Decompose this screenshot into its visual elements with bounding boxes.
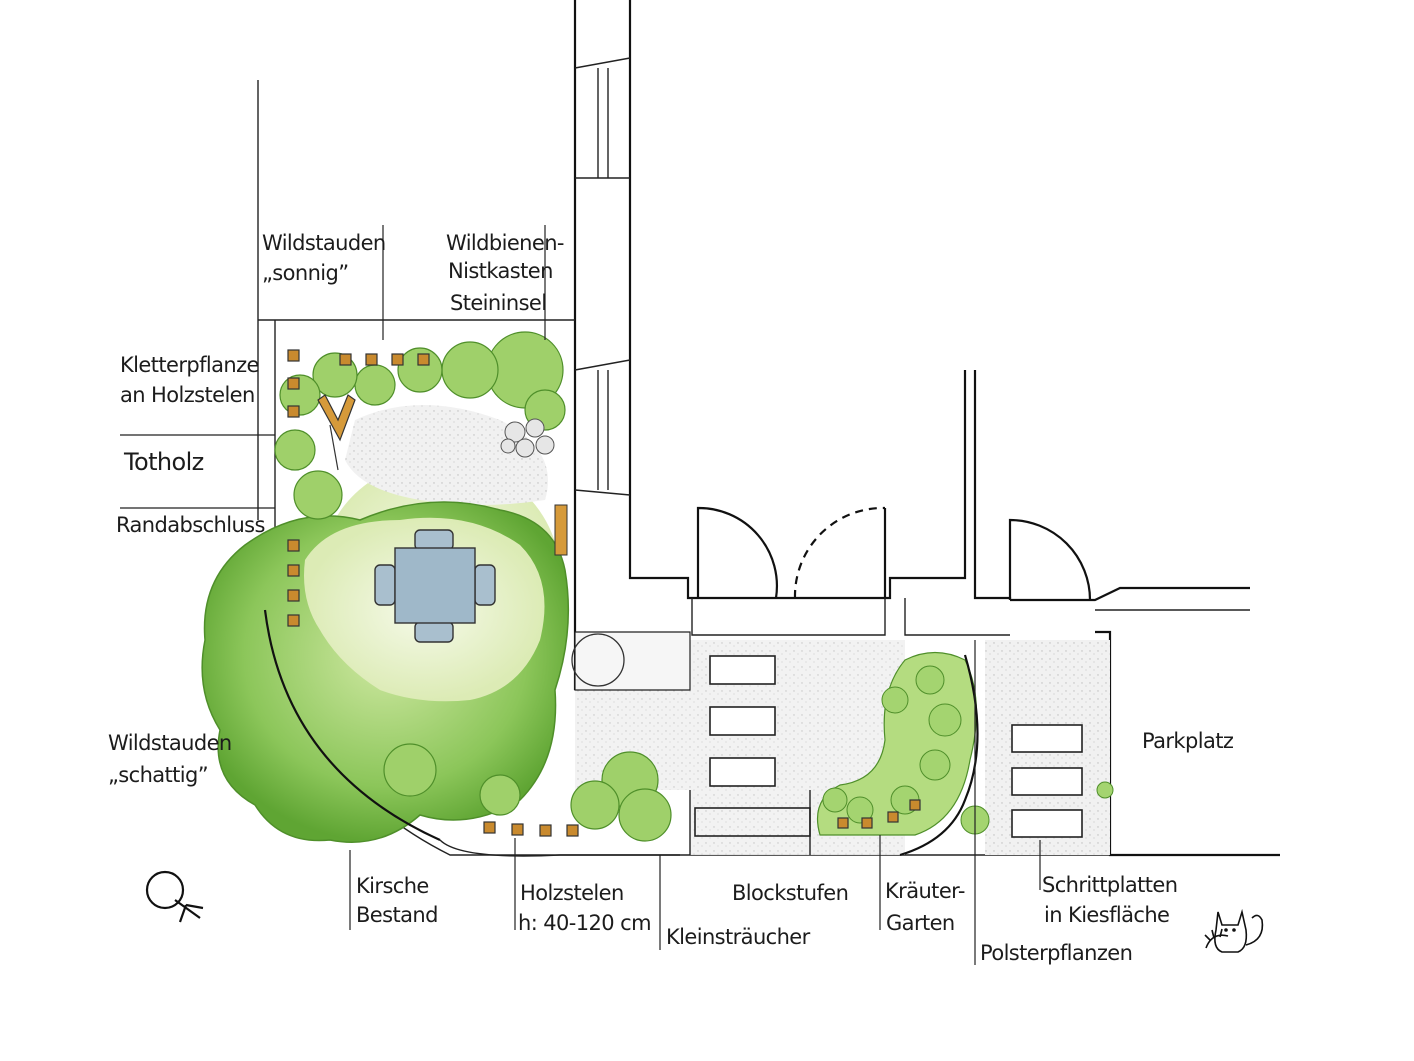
label-steininsel: Steininsel	[450, 291, 546, 315]
herb-garden-plants	[816, 651, 978, 836]
label-randabschluss: Randabschluss	[116, 513, 265, 537]
gravel-patch-top	[345, 405, 548, 505]
labels: Wildstauden „sonnig” Wildbienen- Nistkas…	[108, 231, 1234, 965]
label-schrittplatten-2: in Kiesfläche	[1044, 903, 1169, 927]
deadwood	[317, 394, 356, 471]
label-kirsche-2: Bestand	[356, 903, 438, 927]
label-wildstauden-sonnig-1: Wildstauden	[262, 231, 386, 255]
label-kraeuter-1: Kräuter-	[885, 879, 965, 903]
stone-island	[500, 418, 555, 458]
label-kletterpflanze-2: an Holzstelen	[120, 383, 255, 407]
label-kraeuter-2: Garten	[886, 911, 955, 935]
cat-hedgehog-signature-icon	[1204, 908, 1264, 953]
label-wildbienen-2: Nistkasten	[448, 259, 553, 283]
label-polsterpflanzen: Polsterpflanzen	[980, 941, 1132, 965]
wooden-posts	[287, 349, 921, 837]
north-arrow-icon	[145, 870, 204, 923]
label-blockstufen: Blockstufen	[732, 881, 848, 905]
label-totholz: Totholz	[123, 448, 204, 476]
label-wildstauden-sonnig-2: „sonnig”	[262, 261, 349, 285]
leader-lines	[120, 225, 1041, 965]
nesting-box	[554, 504, 568, 556]
label-wildbienen-1: Wildbienen-	[446, 231, 564, 255]
label-holzstelen-1: Holzstelen	[520, 881, 624, 905]
label-parkplatz: Parkplatz	[1142, 729, 1234, 753]
label-holzstelen-2: h: 40-120 cm	[518, 911, 651, 935]
table-set	[374, 529, 496, 643]
label-schrittplatten-1: Schrittplatten	[1042, 873, 1177, 897]
label-kletterpflanze-1: Kletterpflanze	[120, 353, 259, 377]
label-kirsche-1: Kirsche	[356, 874, 429, 898]
label-wildstauden-schattig-2: „schattig”	[108, 763, 208, 787]
block-steps	[694, 655, 1083, 838]
label-kleinstraeucher: Kleinsträucher	[666, 925, 811, 949]
label-wildstauden-schattig-1: Wildstauden	[108, 731, 232, 755]
